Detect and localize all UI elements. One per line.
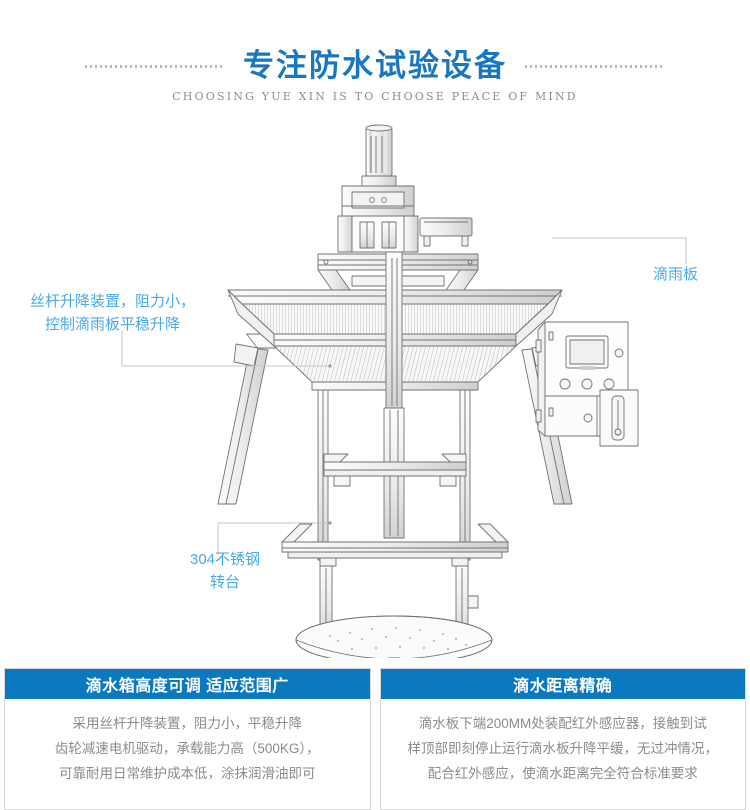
panel-text-line: 样顶部即刻停止运行滴水板升降平缓，无过冲情况，: [407, 741, 719, 756]
panel-body: 采用丝杆升降装置，阻力小，平稳升降 齿轮减速电机驱动，承载能力高（500KG），…: [5, 699, 370, 809]
panel-text-line: 滴水板下端200MM处装配红外感应器，接触到试: [418, 716, 707, 731]
leader-drip-plate: [552, 237, 687, 264]
decorative-dots-right: [525, 64, 665, 68]
panel-text-line: 采用丝杆升降装置，阻力小，平稳升降: [72, 716, 303, 731]
turntable: [295, 615, 493, 658]
callout-lift-line1: 丝杆升降装置，阻力小，: [30, 293, 196, 310]
cabinet-button-3: [603, 378, 615, 390]
feature-panel-height-adjust: 滴水箱高度可调 适应范围广 采用丝杆升降装置，阻力小，平稳升降 齿轮减速电机驱动…: [4, 668, 371, 810]
leader-turntable: [217, 522, 330, 554]
panel-text-line: 可靠耐用日常维护成本低，涂抹润滑油即可: [59, 766, 316, 781]
product-illustration: [0, 118, 750, 658]
lower-legs: [319, 565, 479, 639]
screw-lift-columns: [337, 215, 473, 253]
control-cabinet: [535, 321, 639, 447]
cabinet-button-2: [581, 378, 593, 390]
panel-text-line: 齿轮减速电机驱动，承载能力高（500KG），: [54, 741, 320, 756]
feature-panels: 滴水箱高度可调 适应范围广 采用丝杆升降装置，阻力小，平稳升降 齿轮减速电机驱动…: [0, 668, 750, 810]
panel-text-line: 配合红外感应，使滴水距离完全符合标准要求: [427, 766, 698, 781]
leader-lift: [121, 330, 330, 367]
drip-plate: [227, 289, 563, 409]
panel-title: 滴水箱高度可调 适应范围广: [5, 669, 370, 699]
frame-cross-braces: [281, 453, 509, 567]
panel-body: 滴水板下端200MM处装配红外感应器，接触到试 样顶部即刻停止运行滴水板升降平缓…: [381, 699, 746, 809]
callout-lift-device: 丝杆升降装置，阻力小， 控制滴雨板平稳升降: [30, 290, 195, 336]
callout-turntable: 304不锈钢 转台: [170, 548, 280, 594]
cabinet-button-1: [559, 378, 571, 390]
callout-lift-line2: 控制滴雨板平稳升降: [45, 316, 181, 333]
page-subtitle: CHOOSING YUE XIN IS TO CHOOSE PEACE OF M…: [172, 90, 578, 103]
center-lift-column: [383, 251, 405, 539]
callout-drip-plate: 滴雨板: [653, 266, 699, 283]
callout-turntable-line1: 304不锈钢: [189, 551, 261, 568]
leader-lines: [121, 237, 687, 554]
panel-title: 滴水距离精确: [380, 669, 745, 699]
callout-turntable-line2: 转台: [209, 574, 240, 591]
feature-panel-drip-distance: 滴水距离精确 滴水板下端200MM处装配红外感应器，接触到试 样顶部即刻停止运行…: [379, 668, 746, 810]
machine-line-drawing: [121, 124, 687, 658]
title-row: 专注防水试验设备: [0, 44, 750, 88]
drive-motor: [361, 124, 397, 187]
gearbox: [341, 185, 415, 217]
page-header: 专注防水试验设备 CHOOSING YUE XIN IS TO CHOOSE P…: [0, 0, 750, 120]
page-title: 专注防水试验设备: [243, 48, 507, 83]
decorative-dots-left: [85, 64, 225, 68]
